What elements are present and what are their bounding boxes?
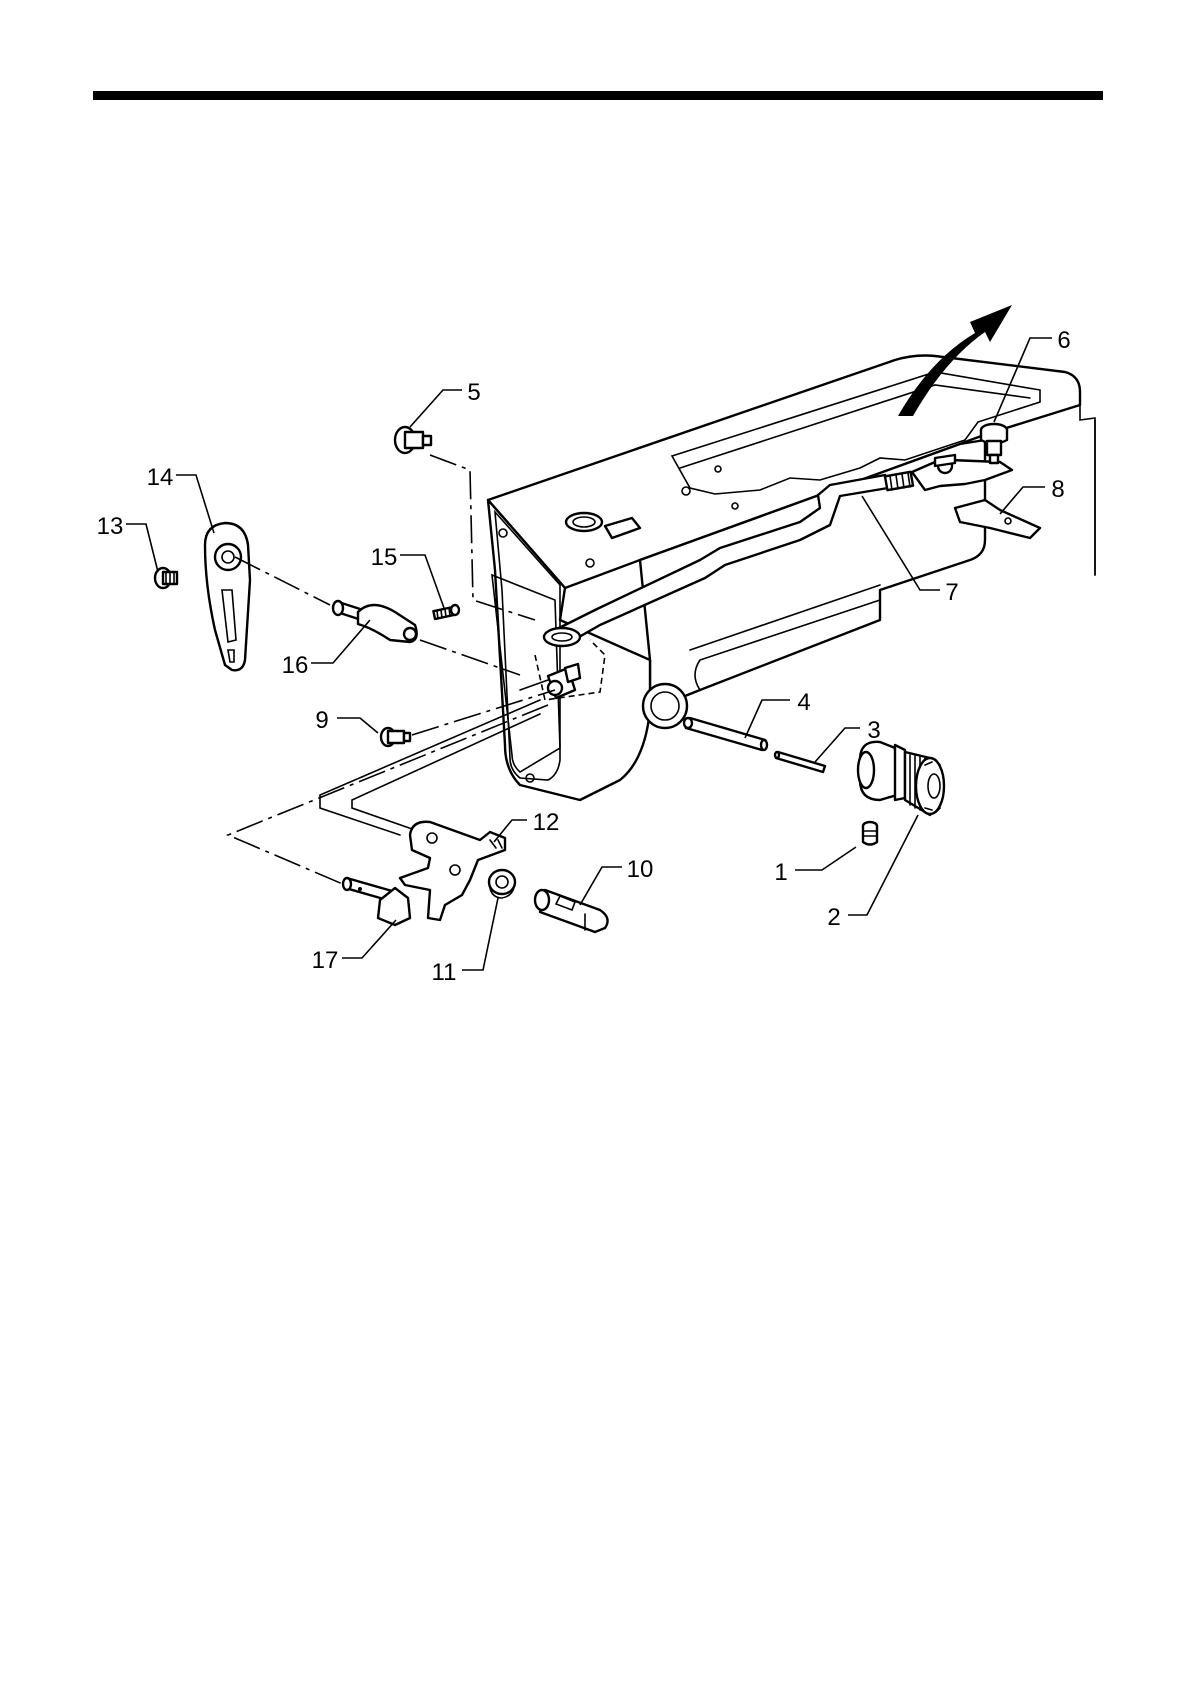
callout-10: 10 xyxy=(627,856,654,883)
header-rule xyxy=(93,91,1103,100)
part-9-screw xyxy=(381,728,410,746)
callout-11: 11 xyxy=(432,959,457,986)
callout-5: 5 xyxy=(467,379,480,406)
part-2-gear-screw xyxy=(858,742,944,815)
callout-16: 16 xyxy=(282,652,309,679)
callout-4: 4 xyxy=(797,689,810,716)
part-1-screw xyxy=(863,822,877,845)
callout-2: 2 xyxy=(827,904,840,931)
part-15-screw xyxy=(433,605,459,619)
part-11-washer xyxy=(489,870,515,898)
part-16-shaft xyxy=(333,601,417,642)
callout-14: 14 xyxy=(147,464,174,491)
callout-8: 8 xyxy=(1051,476,1064,503)
callout-12: 12 xyxy=(533,809,560,836)
part-10-pin xyxy=(535,890,608,932)
callout-17: 17 xyxy=(312,947,339,974)
callout-6: 6 xyxy=(1057,327,1070,354)
callout-1: 1 xyxy=(774,859,787,886)
machine-arm xyxy=(488,356,1095,801)
part-3-pin xyxy=(775,752,825,772)
part-17-shaft xyxy=(343,878,410,925)
callout-15: 15 xyxy=(371,544,398,571)
part-4-pin xyxy=(684,718,767,750)
callout-9: 9 xyxy=(315,707,328,734)
callout-3: 3 xyxy=(867,717,880,744)
part-5-screw xyxy=(395,427,431,453)
part-14-lever xyxy=(205,523,250,670)
callout-13: 13 xyxy=(97,513,124,540)
part-12-bracket xyxy=(400,822,505,920)
callout-7: 7 xyxy=(945,579,958,606)
